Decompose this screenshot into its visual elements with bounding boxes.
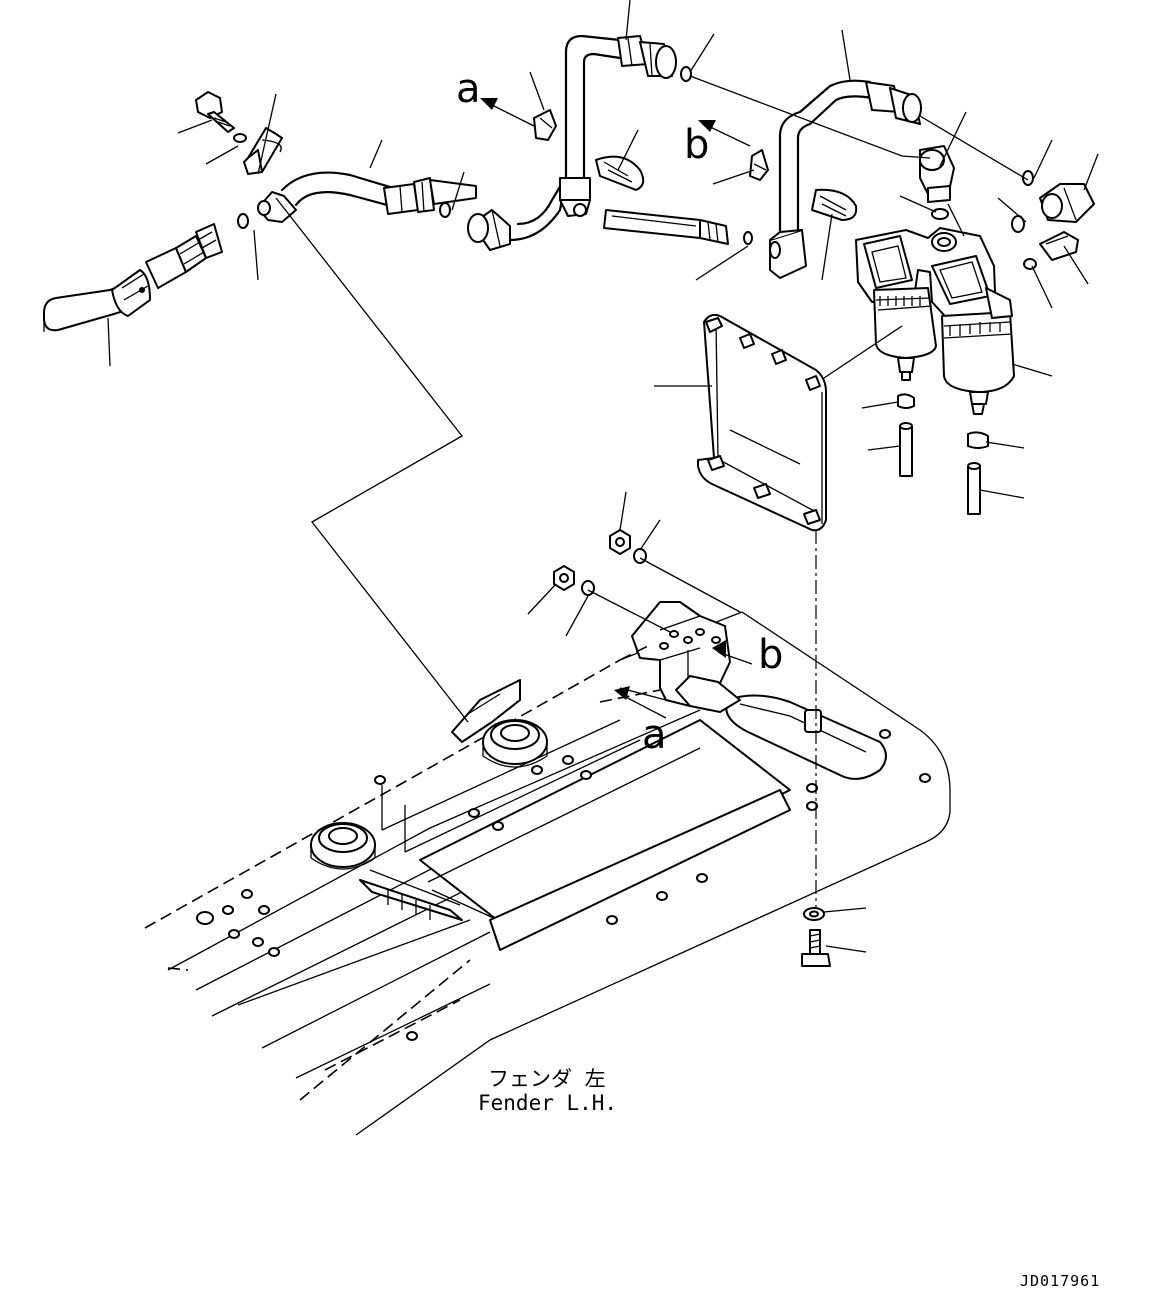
bottom-bolt xyxy=(801,907,831,967)
leader-lines xyxy=(107,0,1099,953)
filter-mounting-plate xyxy=(697,313,827,532)
mounting-bracket xyxy=(599,601,741,713)
o-ring-1 xyxy=(680,66,692,82)
hose-middle xyxy=(603,209,753,245)
view-label-b-bottom: b xyxy=(758,632,783,678)
grommet-left xyxy=(310,822,376,870)
bent-tube-right xyxy=(769,79,922,279)
bolt-right xyxy=(1023,231,1079,270)
bent-tube-center xyxy=(467,34,677,251)
view-label-a-top: a xyxy=(456,66,481,112)
view-label-b-top: b xyxy=(684,122,709,168)
drawing-code: JD017961 xyxy=(1020,1272,1100,1290)
fender-caption-english: Fender L.H. xyxy=(478,1091,617,1115)
view-label-a-bottom: a xyxy=(642,712,667,758)
bent-tube-left xyxy=(257,171,477,223)
hose-assembly-left xyxy=(43,223,223,332)
o-ring-3 xyxy=(1011,215,1025,233)
grommet-right xyxy=(482,719,548,768)
fender-caption-japanese: フェンダ 左 xyxy=(488,1067,606,1091)
nuts-washers xyxy=(553,529,647,596)
drain-hardware xyxy=(897,393,989,515)
elbow-fitting-2 xyxy=(1039,183,1095,223)
elbow-fitting-1 xyxy=(919,145,955,220)
plate-bolts xyxy=(705,317,821,525)
o-ring-2 xyxy=(1022,170,1034,186)
fuel-filter-assembly xyxy=(855,227,1015,415)
view-arrows xyxy=(480,98,753,719)
fender-lh xyxy=(144,601,951,1136)
u-clamps xyxy=(533,109,858,221)
fender-holes xyxy=(196,729,931,1041)
